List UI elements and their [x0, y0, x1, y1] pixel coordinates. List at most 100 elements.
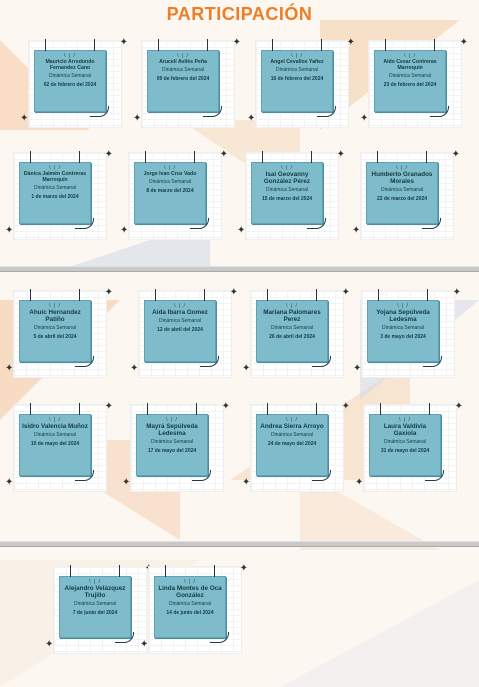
participation-date: 22 de marzo del 2024	[376, 195, 428, 202]
sparkle-icon: ✦	[122, 477, 131, 488]
participant-name: Mariana Palomares Perez	[263, 309, 321, 323]
activity-label: Dinámica Semanal	[382, 325, 424, 331]
sparkle-icon: ✦	[451, 149, 460, 160]
participation-date: 3 de mayo del 2024	[380, 333, 426, 340]
participation-date: 31 de mayo del 2024	[380, 447, 430, 454]
sparkle-icon: ✦	[237, 225, 246, 236]
rays-icon: \ | /	[396, 165, 408, 171]
sparkle-icon: ✦	[336, 149, 345, 160]
rays-icon: \ | /	[174, 303, 186, 309]
section-divider	[0, 266, 479, 272]
note-card: \ | / Humberto Granados Morales Dinámica…	[366, 151, 441, 229]
participation-date: 12 de abril del 2024	[157, 326, 203, 333]
note-card: \ | / Arucelí Avilés Peña Dinámica Seman…	[147, 39, 222, 117]
participant-name: Ahuic Hernandez Patiño	[29, 309, 81, 323]
participant-card: ✦ ✦ \ | / Linda Montes de Oca González D…	[140, 560, 248, 656]
sparkle-icon: ✦	[341, 287, 350, 298]
participation-date: 23 de febrero del 2024	[383, 81, 437, 88]
rays-icon: \ | /	[281, 165, 293, 171]
participation-date: 7 de junio del 2024	[72, 609, 118, 616]
participant-name: Aida Ibarra Gomez	[152, 309, 208, 316]
rays-icon: \ | /	[166, 417, 178, 423]
note-card: \ | / Yojana Sepúlveda Ledesma Dinámica …	[367, 289, 442, 367]
activity-label: Dinámica Semanal	[162, 67, 204, 73]
note-card: \ | / Dánica Jaimén Contreras Marroquín …	[19, 151, 94, 229]
sparkle-icon: ✦	[120, 225, 129, 236]
participant-card: ✦ ✦ \ | / Isidro Valencia Muñoz Dinámica…	[5, 398, 113, 494]
activity-label: Dinámica Semanal	[384, 439, 426, 445]
participant-name: Isai Geovanny González Pérez	[263, 171, 311, 185]
sparkle-icon: ✦	[242, 363, 251, 374]
activity-label: Dinámica Semanal	[271, 432, 313, 438]
rays-icon: \ | /	[49, 303, 61, 309]
rays-icon: \ | /	[399, 417, 411, 423]
sparkle-icon: ✦	[239, 563, 248, 574]
note-card: \ | / Linda Montes de Oca González Dinám…	[154, 565, 229, 643]
participation-date: 16 de febrero del 2024	[270, 75, 324, 82]
sparkle-icon: ✦	[229, 287, 238, 298]
sparkle-icon: ✦	[133, 113, 142, 124]
participant-name: Linda Montes de Oca González	[158, 585, 222, 599]
page-title: PARTICIPACIÓN	[166, 4, 313, 24]
rays-icon: \ | /	[404, 53, 416, 59]
participant-card: ✦ ✦ \ | / Mayrá Sepúlveda Ledesma Dinámi…	[122, 398, 230, 494]
activity-label: Dinámica Semanal	[34, 432, 76, 438]
section-divider	[0, 541, 479, 547]
activity-label: Dinámica Semanal	[74, 601, 116, 607]
rays-icon: \ | /	[397, 303, 409, 309]
participant-name: Alejandro Velázquez Trujillo	[64, 585, 126, 599]
rays-icon: \ | /	[89, 579, 101, 585]
note-card: \ | / Alejandro Velázquez Trujillo Dinám…	[59, 565, 134, 643]
note-card: \ | / Ahuic Hernandez Patiño Dinámica Se…	[19, 289, 94, 367]
sparkle-icon: ✦	[5, 225, 14, 236]
participant-card: ✦ ✦ \ | / Andrea Sierra Arroyo Dinámica …	[242, 398, 350, 494]
activity-label: Dinámica Semanal	[151, 439, 193, 445]
participant-card: ✦ ✦ \ | / Dánica Jaimén Contreras Marroq…	[5, 146, 113, 242]
activity-label: Dinámica Semanal	[169, 601, 211, 607]
participant-card: ✦ ✦ \ | / Arucelí Avilés Peña Dinámica S…	[133, 34, 241, 130]
note-card: \ | / Mariana Palomares Perez Dinámica S…	[256, 289, 331, 367]
participation-date: 02 de febrero del 2024	[43, 81, 97, 88]
participant-card: ✦ ✦ \ | / Angel Cevallos Yañez Dinámica …	[247, 34, 355, 130]
participation-date: 15 de marzo del 2024	[261, 195, 313, 202]
participant-card: ✦ ✦ \ | / Aida Ibarra Gomez Dinámica Sem…	[130, 284, 238, 380]
participation-date: 17 de mayo del 2024	[147, 447, 197, 454]
activity-label: Dinámica Semanal	[149, 179, 191, 185]
participant-name: Aldo Cesar Contreras Marroquín	[383, 59, 437, 71]
activity-label: Dinámica Semanal	[381, 187, 423, 193]
note-card: \ | / Laura Valdivia Gaxiola Dinámica Se…	[369, 403, 444, 481]
sparkle-icon: ✦	[355, 477, 364, 488]
sparkle-icon: ✦	[104, 401, 113, 412]
sparkle-icon: ✦	[104, 287, 113, 298]
participant-card: ✦ ✦ \ | / Laura Valdivia Gaxiola Dinámic…	[355, 398, 463, 494]
rays-icon: \ | /	[291, 53, 303, 59]
sparkle-icon: ✦	[454, 401, 463, 412]
participant-card: ✦ ✦ \ | / Aldo Cesar Contreras Marroquín…	[360, 34, 468, 130]
rays-icon: \ | /	[49, 165, 61, 171]
sparkle-icon: ✦	[130, 363, 139, 374]
activity-label: Dinámica Semanal	[34, 185, 76, 191]
sparkle-icon: ✦	[242, 477, 251, 488]
sparkle-icon: ✦	[20, 113, 29, 124]
sparkle-icon: ✦	[104, 149, 113, 160]
participant-card: ✦ ✦ \ | / Mauricio Arredondo Fernandez C…	[20, 34, 128, 130]
participation-date: 09 de febrero del 2024	[156, 75, 210, 82]
rays-icon: \ | /	[286, 303, 298, 309]
sparkle-icon: ✦	[232, 37, 241, 48]
rays-icon: \ | /	[64, 53, 76, 59]
activity-label: Dinámica Semanal	[389, 73, 431, 79]
participation-date: 1 de marzo del 2024	[31, 193, 79, 200]
sparkle-icon: ✦	[5, 363, 14, 374]
participant-name: Isidro Valencia Muñoz	[22, 423, 88, 430]
participant-card: ✦ ✦ \ | / Humberto Granados Morales Diná…	[352, 146, 460, 242]
rays-icon: \ | /	[164, 165, 176, 171]
sparkle-icon: ✦	[5, 477, 14, 488]
activity-label: Dinámica Semanal	[49, 73, 91, 79]
rays-icon: \ | /	[177, 53, 189, 59]
sparkle-icon: ✦	[452, 287, 461, 298]
participant-card: ✦ ✦ \ | / Ahuic Hernandez Patiño Dinámic…	[5, 284, 113, 380]
note-card: \ | / Aldo Cesar Contreras Marroquín Din…	[374, 39, 449, 117]
participant-card: ✦ ✦ \ | / Mariana Palomares Perez Dinámi…	[242, 284, 350, 380]
participant-card: ✦ ✦ \ | / Jorge Ivan Cruz Vado Dinámica …	[120, 146, 228, 242]
sparkle-icon: ✦	[45, 639, 54, 650]
